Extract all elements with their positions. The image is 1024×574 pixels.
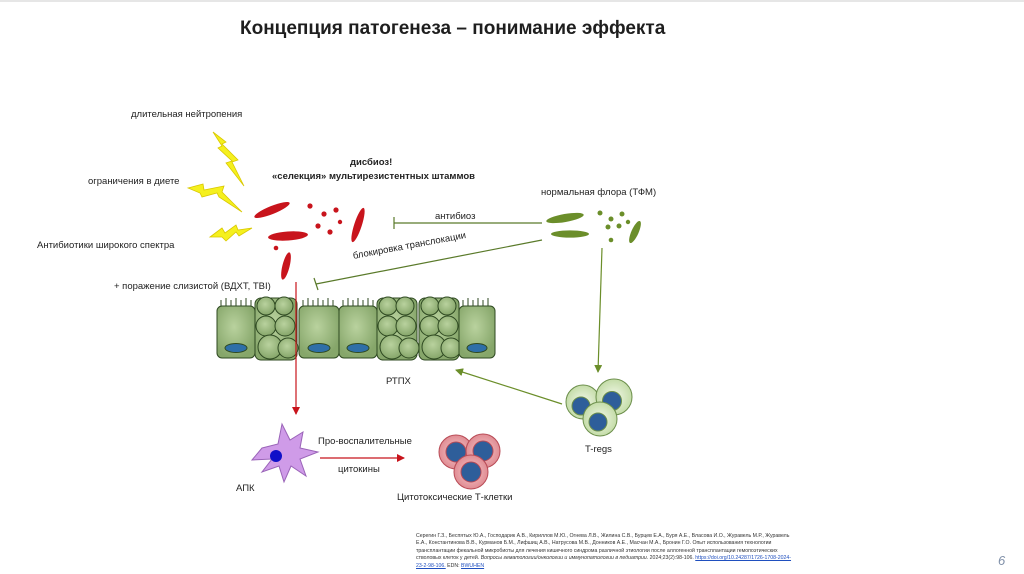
citation-doi-link[interactable]: https://doi.org/10.24287/1726-1708-2024-… bbox=[416, 555, 792, 569]
label-antibiotics: Антибиотики широкого спектра bbox=[37, 240, 175, 251]
label-mucosa: + поражение слизистой (ВДХТ, TBI) bbox=[114, 281, 271, 292]
goblet-cell-2 bbox=[376, 296, 420, 361]
cytotoxic-t-cells bbox=[438, 433, 501, 490]
lightning-diet-icon bbox=[186, 183, 243, 213]
lightning-antibiotics-icon bbox=[208, 224, 253, 242]
treg-cells bbox=[565, 378, 633, 437]
label-cytokines-2: цитокины bbox=[338, 464, 380, 475]
intestinal-epithelium bbox=[216, 296, 496, 361]
goblet-cell-1 bbox=[254, 296, 299, 361]
citation-journal: Вопросы гематологии/онкологии и иммунопа… bbox=[480, 555, 649, 562]
slide-number: 6 bbox=[998, 553, 1006, 568]
epithelial-cell-4 bbox=[458, 298, 496, 359]
citation-details: 2024;23(2):98-106. bbox=[649, 555, 694, 562]
epithelial-cell-2 bbox=[298, 298, 340, 359]
label-cytokines-1: Про-воспалительные bbox=[318, 436, 412, 447]
label-rtph: РТПХ bbox=[386, 376, 411, 387]
goblet-cell-3 bbox=[418, 296, 462, 361]
label-tregs: T-regs bbox=[585, 444, 612, 455]
label-diet: ограничения в диете bbox=[88, 176, 180, 187]
antibiosis-inhibition-line bbox=[393, 217, 542, 229]
translocation-block-line bbox=[313, 239, 543, 291]
tregs-to-gvhd-arrow bbox=[455, 368, 563, 405]
lightning-neutropenia-icon bbox=[212, 131, 245, 187]
label-cytotoxic: Цитотоксические Т-клетки bbox=[397, 492, 513, 503]
epithelial-cell-1 bbox=[216, 298, 256, 359]
citation-block: Серегин Г.З., Беспятых Ю.А., Господарик … bbox=[416, 533, 794, 570]
epithelial-cell-3 bbox=[338, 298, 378, 359]
label-antibiosis: антибиоз bbox=[435, 211, 476, 222]
label-selection: «селекция» мультирезистентных штаммов bbox=[272, 171, 475, 182]
label-apc: АПК bbox=[236, 483, 255, 494]
slide-title: Концепция патогенеза – понимание эффекта bbox=[240, 18, 666, 39]
citation-edn-prefix: EDN: bbox=[447, 562, 460, 569]
normal-flora-cluster bbox=[546, 210, 641, 244]
citation-authors: Серегин Г.З., Беспятых Ю.А., Господарик … bbox=[416, 533, 790, 562]
label-dysbiosis: дисбиоз! bbox=[350, 157, 393, 168]
apc-cell bbox=[250, 422, 320, 484]
flora-to-tregs-arrow bbox=[594, 247, 603, 373]
top-divider bbox=[0, 0, 1024, 2]
label-neutropenia: длительная нейтропения bbox=[131, 109, 243, 120]
citation-edn-link[interactable]: BWUHEN bbox=[461, 562, 485, 569]
label-normal-flora: нормальная флора (ТФМ) bbox=[541, 187, 657, 198]
pathogen-bacteria-cluster bbox=[254, 201, 365, 280]
